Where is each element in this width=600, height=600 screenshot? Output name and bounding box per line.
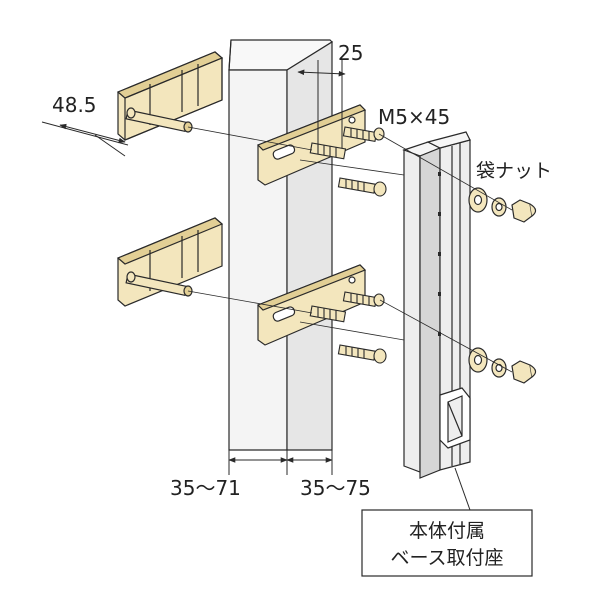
bolts xyxy=(309,126,387,364)
base-seat xyxy=(439,387,471,449)
upper-nut-set xyxy=(468,187,537,223)
dimensions xyxy=(41,60,471,511)
lower-nut-set xyxy=(468,347,537,384)
stud-upper xyxy=(309,142,347,160)
bracket-range-label: 35～75 xyxy=(300,476,371,500)
callout-line-1: 本体付属 xyxy=(409,520,485,542)
cap-nut-label: 袋ナット xyxy=(476,160,552,182)
rail-holes xyxy=(438,172,441,336)
depth-label: 48.5 xyxy=(52,93,97,117)
lower-left-bracket xyxy=(116,217,224,307)
base-seat-callout: 本体付属 ベース取付座 xyxy=(361,509,533,577)
bolt-lower-right xyxy=(342,291,385,308)
stud-lower xyxy=(309,305,347,323)
bolt-upper-lower xyxy=(337,177,387,197)
upper-left-bracket xyxy=(116,51,224,141)
bolt-label: M5×45 xyxy=(378,105,450,129)
top-width-label: 25 xyxy=(338,41,363,65)
callout-line-2: ベース取付座 xyxy=(390,547,503,569)
vertical-rail xyxy=(402,131,471,479)
bolt-lower-lower xyxy=(337,344,387,364)
assembly-lines xyxy=(187,126,513,373)
square-post xyxy=(228,39,333,451)
post-range-label: 35～71 xyxy=(170,476,241,500)
bolt-upper-right xyxy=(342,126,385,143)
